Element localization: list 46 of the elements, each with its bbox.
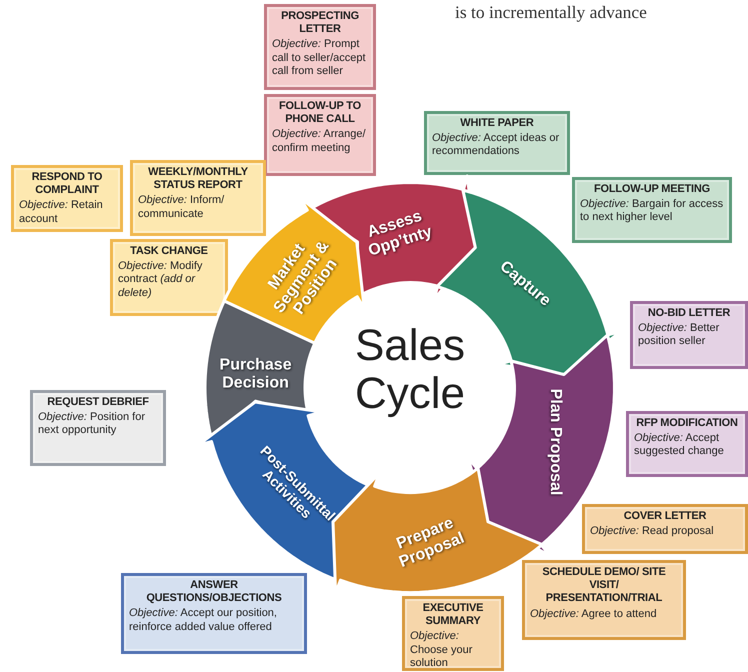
objective-card: [424, 111, 570, 175]
objective-text: Objective: Retain account: [19, 199, 104, 226]
segment-label: Purchase Decision: [218, 356, 293, 392]
card-heading: EXECUTIVE SUMMARY: [422, 602, 484, 628]
card-heading: FOLLOW-UP MEETING: [593, 183, 711, 196]
objective-text: Objective: Modify contract (add or delete): [118, 260, 204, 300]
objective-card: [264, 94, 376, 176]
objective-text: Objective: Position for next opportunity: [38, 411, 146, 438]
card-heading: RFP MODIFICATION: [635, 417, 739, 430]
objective-card: [11, 165, 123, 232]
objective-text: Objective: Better position seller: [638, 322, 720, 349]
objective-text: Objective: Inform/ communicate: [138, 194, 226, 221]
card-heading: WHITE PAPER: [459, 117, 535, 130]
objective-card: [110, 239, 228, 316]
objective-text: Objective: Prompt call to seller/accept call from seller: [272, 38, 367, 78]
objective-card: [626, 411, 748, 477]
card-heading: WEEKLY/MONTHLY STATUS REPORT: [147, 166, 249, 192]
objective-text: Objective: Bargain for access to next higher level: [580, 198, 724, 225]
objective-text: Objective: Read proposal: [590, 525, 715, 538]
objective-text: Objective: Accept ideas or recommendations: [432, 132, 560, 159]
objective-card: [264, 4, 376, 90]
body-text-fragment: is to incrementally advance: [455, 2, 647, 23]
card-heading: TASK CHANGE: [129, 245, 209, 258]
objective-text: Objective: Arrange/ confirm meeting: [272, 128, 367, 155]
objective-text: Objective: Accept suggested change: [634, 432, 725, 459]
objective-card: [130, 160, 266, 236]
objective-text: Objective: Agree to attend: [530, 608, 658, 621]
objective-text: Objective: Accept our position, reinforce added value offered: [129, 607, 278, 634]
card-heading: RESPOND TO COMPLAINT: [30, 171, 104, 198]
objective-card: [582, 504, 748, 554]
card-heading: FOLLOW-UP TO PHONE CALL: [278, 100, 362, 126]
objective-card: [30, 390, 166, 466]
card-heading: PROSPECTING LETTER: [280, 10, 360, 36]
objective-card: [121, 573, 307, 654]
card-heading: ANSWER QUESTIONS/OBJECTIONS: [145, 579, 283, 606]
card-heading: REQUEST DEBRIEF: [46, 396, 150, 410]
objective-card: [522, 560, 686, 640]
card-heading: COVER LETTER: [622, 510, 708, 524]
objective-card: [630, 301, 748, 369]
card-heading: SCHEDULE DEMO/ SITE VISIT/ PRESENTATION/TRIAL: [541, 566, 667, 606]
objective-card: [402, 596, 504, 671]
diagram-title: Sales Cycle: [354, 322, 466, 419]
objective-text: Objective: Choose your solution: [410, 630, 474, 670]
segment-label: Plan Proposal: [546, 388, 564, 498]
card-heading: NO-BID LETTER: [646, 307, 732, 320]
objective-card: [572, 177, 732, 243]
